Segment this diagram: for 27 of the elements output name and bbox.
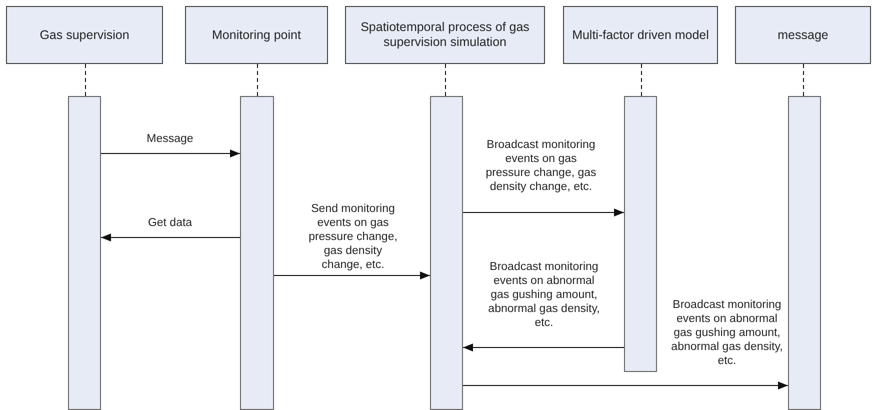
participant-name: Gas supervision (38, 28, 130, 42)
activation-bar (788, 96, 821, 410)
lifeline (641, 64, 642, 96)
lifeline-header-box (6, 6, 163, 64)
activation-bar (430, 96, 463, 410)
activation-bar (240, 96, 274, 410)
message-arrow (274, 272, 430, 280)
lifeline-header-box (735, 6, 871, 64)
participant-name: Monitoring point (211, 28, 302, 42)
participant-name: Multi-factor driven model (571, 28, 710, 42)
lifeline (803, 64, 804, 96)
lifeline-header-box (563, 6, 718, 64)
lifeline (445, 64, 446, 96)
participant-name: message (776, 28, 830, 42)
message-arrow (100, 150, 240, 158)
lifeline-header-box (345, 6, 545, 64)
participant-name: Spatiotemporal process of gas supervision simulation (360, 20, 530, 50)
message-arrow (462, 382, 788, 390)
lifeline (85, 64, 86, 96)
activation-bar (624, 96, 657, 372)
message-arrow (462, 344, 624, 352)
edge-label: Broadcast monitoring events on gas pressure change, gas density change, etc. (485, 138, 597, 194)
lifeline (257, 64, 258, 96)
activation-bar (68, 96, 101, 410)
message-arrow (462, 208, 624, 216)
message-arrow (100, 234, 240, 242)
lifeline-header-box (185, 6, 328, 64)
